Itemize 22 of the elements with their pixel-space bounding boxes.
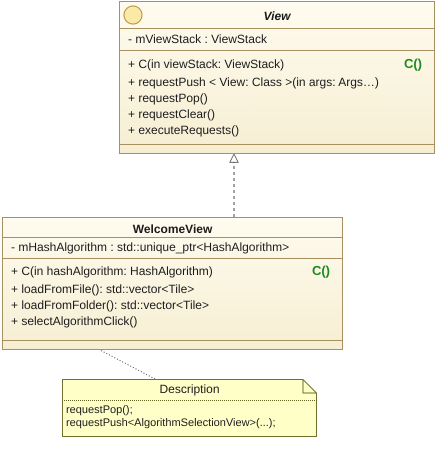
class-name: View (264, 8, 290, 24)
attribute-text: - mHashAlgorithm : std::unique_ptr<HashAlgorithm> (11, 240, 290, 254)
method-text: + requestPop() (128, 91, 208, 105)
note-text: requestPush<AlgorithmSelectionView>(...); (66, 417, 276, 430)
method-text: + loadFromFile(): std::vector<Tile> (11, 282, 194, 296)
method-text: + executeRequests() (128, 123, 240, 137)
note-title: Description (159, 382, 220, 396)
realization-arrow (229, 154, 239, 218)
class-name: WelcomeView (132, 221, 212, 237)
method-text: + requestClear() (128, 107, 216, 121)
class-box (119, 1, 435, 154)
leader-line (100, 350, 156, 380)
method-text: + requestPush < View: Class >(in args: Args…) (128, 75, 379, 89)
method-text: + selectAlgorithmClick() (11, 314, 138, 328)
method-text: + C(in viewStack: ViewStack) (128, 57, 284, 71)
method-text: + loadFromFolder(): std::vector<Tile> (11, 298, 209, 312)
constructor-marker: C() (312, 264, 330, 278)
note-text: requestPop(); (66, 404, 133, 417)
class-box (2, 217, 343, 350)
attribute-text: - mViewStack : ViewStack (128, 32, 267, 46)
method-text: + C(in hashAlgorithm: HashAlgorithm) (11, 264, 213, 278)
constructor-marker: C() (404, 57, 422, 71)
